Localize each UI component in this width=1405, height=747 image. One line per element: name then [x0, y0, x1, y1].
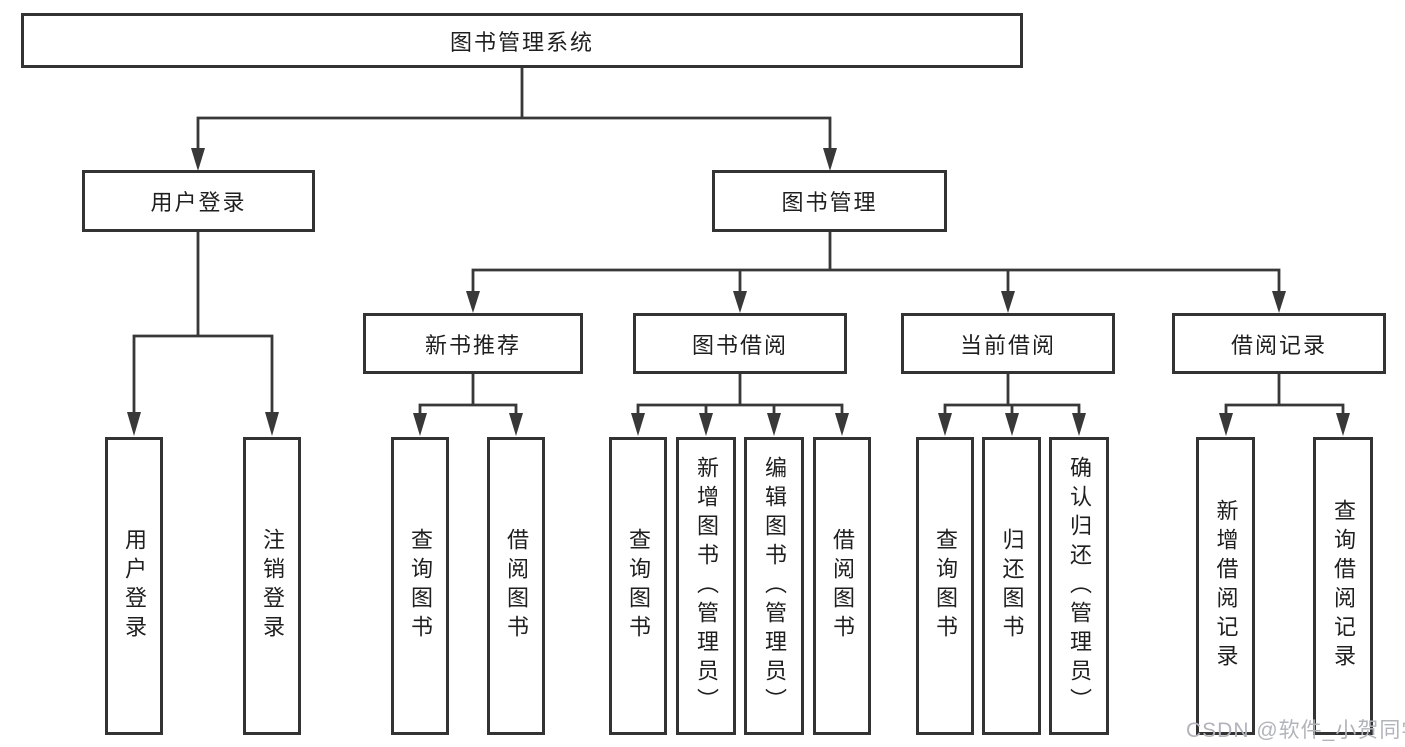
leaf-label: 借阅图书 [504, 528, 529, 644]
leaf-add-books-admin: 新增图书（管理员） [676, 437, 736, 735]
leaf-edit-books-admin: 编辑图书（管理员） [744, 437, 804, 735]
leaf-return-books: 归还图书 [982, 437, 1041, 735]
csdn-watermark: CSDN @软件_小贺同学 [1186, 719, 1405, 742]
leaf-logout: 注销登录 [243, 437, 301, 735]
leaf-label: 注销登录 [260, 528, 285, 644]
leaf-query-books-borrowing: 查询图书 [609, 437, 667, 735]
node-current-borrowing: 当前借阅 [901, 313, 1115, 374]
node-new-book-recommendation: 新书推荐 [363, 313, 583, 374]
node-label: 当前借阅 [959, 332, 1056, 358]
node-label: 新书推荐 [424, 332, 521, 358]
node-user-login-module: 用户登录 [82, 170, 315, 232]
node-label: 图书管理系统 [449, 29, 594, 55]
leaf-query-borrow-record: 查询借阅记录 [1313, 437, 1373, 735]
leaf-label: 查询图书 [626, 528, 651, 644]
node-label: 借阅记录 [1230, 332, 1327, 358]
leaf-label: 新增图书（管理员） [694, 455, 719, 717]
leaf-confirm-return-admin: 确认归还（管理员） [1049, 437, 1109, 735]
leaf-label: 查询图书 [933, 528, 958, 644]
leaf-label: 查询图书 [408, 528, 433, 644]
leaf-add-borrow-record: 新增借阅记录 [1196, 437, 1255, 735]
leaf-label: 用户登录 [122, 528, 147, 644]
node-label: 图书管理 [781, 190, 878, 215]
node-book-management-module: 图书管理 [712, 170, 947, 232]
leaf-query-books-current: 查询图书 [916, 437, 974, 735]
leaf-label: 归还图书 [999, 528, 1025, 644]
leaf-query-books-recommend: 查询图书 [391, 437, 449, 735]
leaf-label: 查询借阅记录 [1331, 499, 1356, 673]
node-borrowing-records: 借阅记录 [1172, 313, 1386, 374]
leaf-borrow-books-recommend: 借阅图书 [487, 437, 545, 735]
node-book-borrowing: 图书借阅 [633, 313, 847, 374]
leaf-user-login: 用户登录 [105, 437, 163, 735]
leaf-label: 确认归还（管理员） [1067, 455, 1092, 717]
node-library-management-system: 图书管理系统 [21, 13, 1023, 68]
leaf-label: 新增借阅记录 [1213, 499, 1239, 673]
node-label: 图书借阅 [691, 332, 788, 358]
leaf-label: 编辑图书（管理员） [762, 455, 787, 717]
node-label: 用户登录 [150, 190, 247, 215]
leaf-borrow-books: 借阅图书 [813, 437, 871, 735]
leaf-label: 借阅图书 [830, 528, 855, 644]
